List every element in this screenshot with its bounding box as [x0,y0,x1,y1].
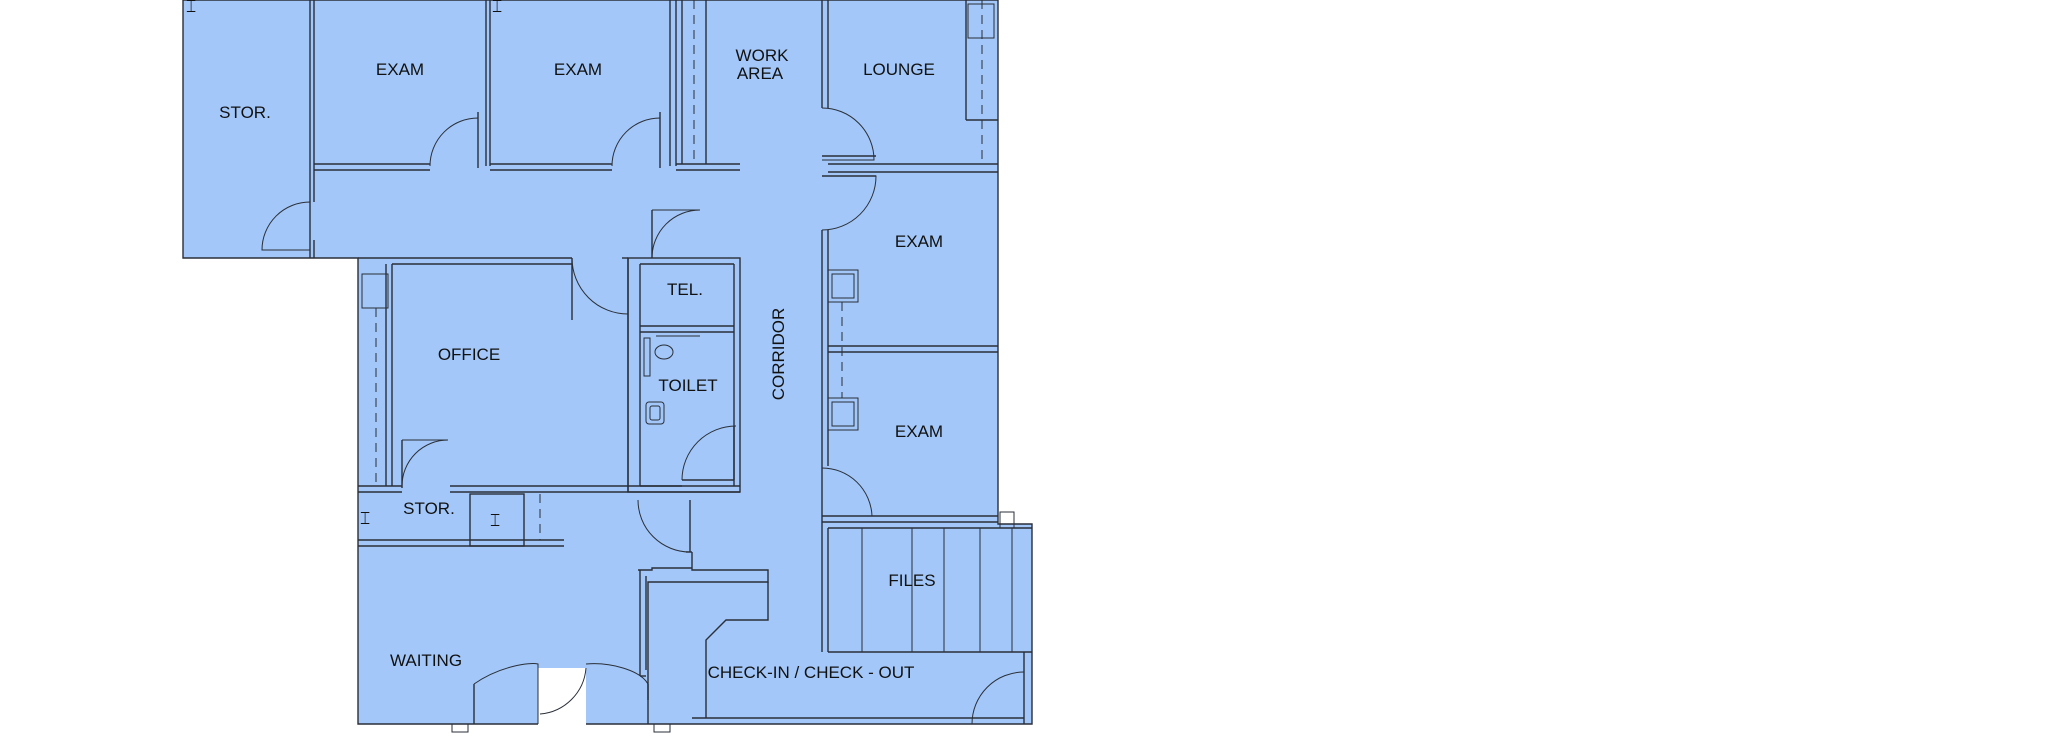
label-files: FILES [888,571,935,590]
label-waiting: WAITING [390,651,462,670]
door-office [571,257,629,315]
office-shelf [361,273,389,309]
door-exam1 [429,117,479,167]
label-exam-2: EXAM [554,60,602,79]
toilet-bowl [654,344,674,360]
stor-cabinet [469,493,525,547]
label-lounge: LOUNGE [863,60,935,79]
door-check-in [637,499,691,553]
entrance-step-left [451,723,469,733]
exam4-sink-inner [831,401,855,427]
lounge-sink [967,3,995,39]
check-in-desk [705,582,769,718]
door-files-check-in [971,671,1025,725]
exam3-sink-inner [831,273,855,299]
toilet-tank [643,337,651,377]
door-lounge [821,107,875,161]
interior-walls [309,0,1032,724]
check-in-counter-inner [638,567,692,571]
room-labels: STOR. EXAM EXAM WORK AREA LOUNGE EXAM TE… [219,46,943,682]
label-work-area-2: AREA [737,64,784,83]
door-exam3 [821,175,877,231]
label-corridor: CORRIDOR [769,308,788,401]
door-tel [651,209,701,259]
column-marker-1: ⌶ [186,0,196,16]
label-stor-top: STOR. [219,103,271,122]
door-entrance-swing [539,667,587,715]
entrance-step-right [653,723,671,733]
door-toilet [681,425,737,481]
door-entrance-left [473,663,539,724]
markers: ⌶ ⌶ ⌶ ⌶ [186,0,671,733]
floor-area [182,0,1033,725]
toilet-sink [645,401,665,425]
column-marker-2: ⌶ [492,0,502,16]
door-entrance-right [585,663,649,685]
floor-fill [182,0,1033,726]
label-tel: TEL. [667,280,703,299]
check-in-counter-outer [647,552,769,700]
label-toilet: TOILET [658,376,717,395]
door-stor-bottom [401,439,449,487]
files-column [999,511,1015,529]
door-exam4 [821,467,873,517]
label-exam-4: EXAM [895,422,943,441]
label-check-in: CHECK-IN / CHECK - OUT [708,663,915,682]
entrance-opening [538,668,586,726]
doors [261,107,1025,725]
exam4-sink [827,397,859,431]
toilet-sink-inner [649,405,661,421]
label-exam-3: EXAM [895,232,943,251]
exam3-sink [827,269,859,303]
label-exam-1: EXAM [376,60,424,79]
label-office: OFFICE [438,345,500,364]
column-marker-3: ⌶ [360,509,370,528]
label-work-area-1: WORK [736,46,790,65]
column-marker-4: ⌶ [490,511,500,530]
door-stor-top [261,201,311,251]
label-stor-bottom: STOR. [403,499,455,518]
door-exam2 [611,117,661,167]
